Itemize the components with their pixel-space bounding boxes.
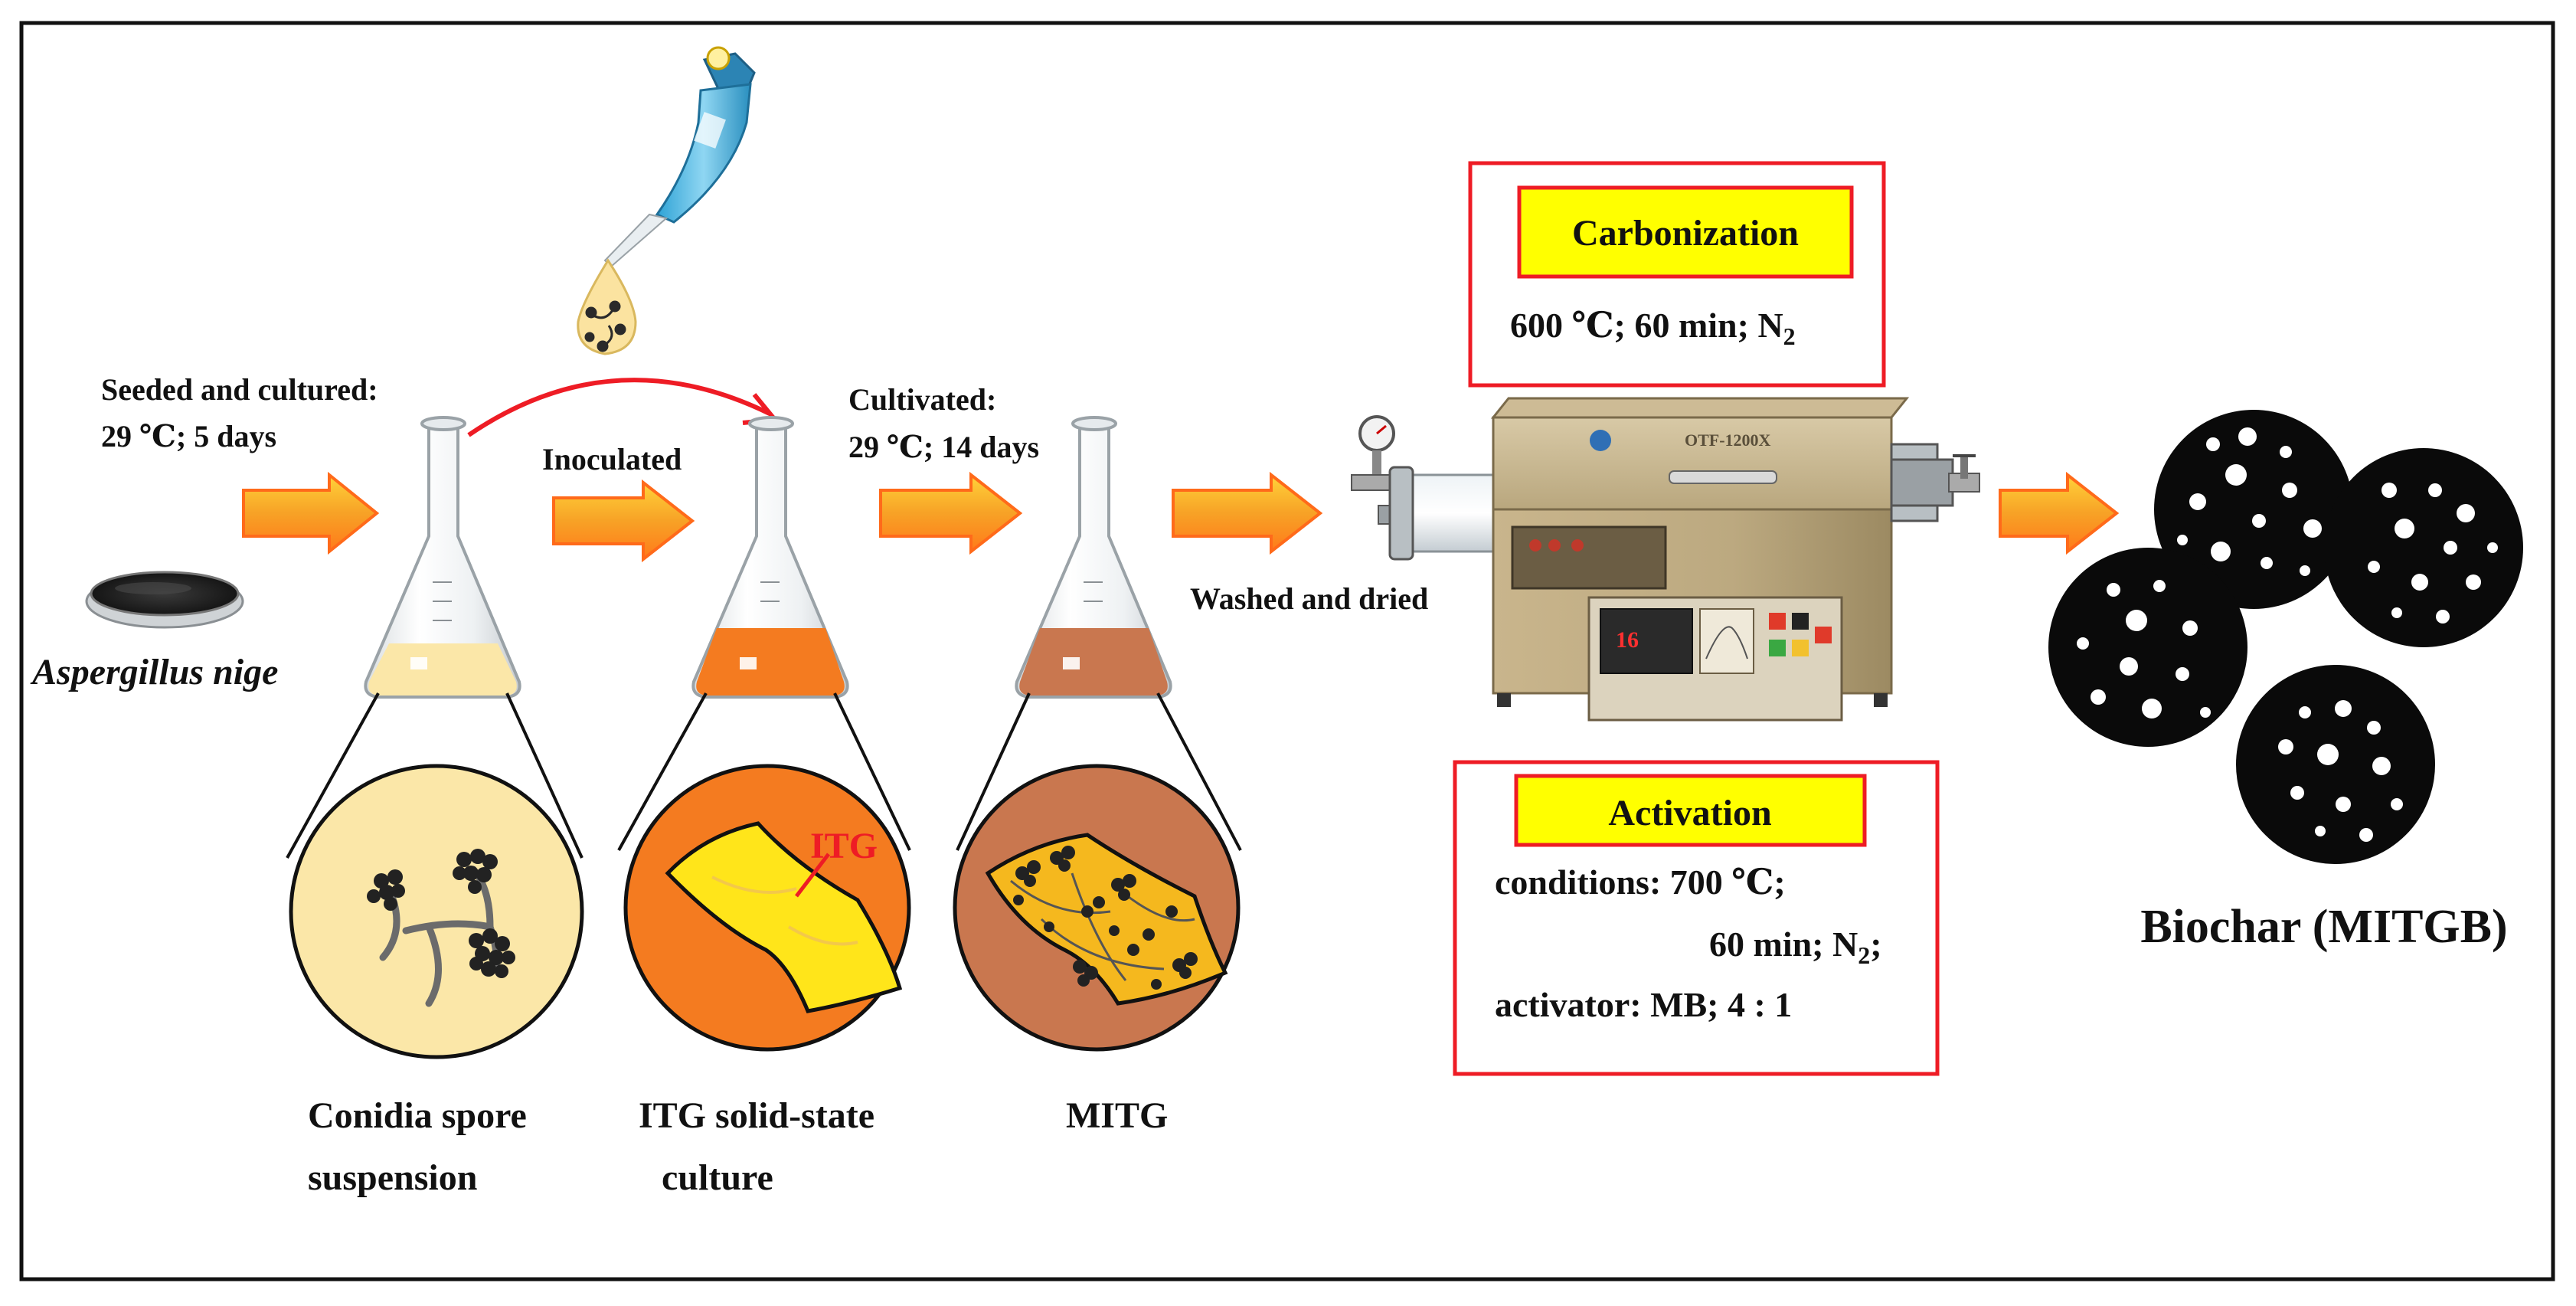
activation-line2: 60 min; N2;: [1709, 925, 1882, 969]
organism-label: Aspergillus nige: [30, 652, 278, 692]
flow-arrow-4: [1172, 471, 1323, 555]
furnace-handle: [1669, 470, 1777, 484]
seeded-label-line1: Seeded and cultured:: [101, 372, 378, 407]
zoom-lines: [286, 692, 1242, 859]
quartz-tube-left: [1400, 473, 1502, 553]
cultivated-label-line2: 29 ℃; 14 days: [848, 430, 1039, 464]
flask-3-icon: [1015, 416, 1172, 699]
circle3-caption: MITG: [1066, 1095, 1168, 1136]
activation-line2-main: 60 min; N: [1709, 925, 1858, 964]
inoculated-label: Inoculated: [542, 442, 682, 476]
furnace-logo-icon: [1590, 430, 1611, 451]
tube-furnace-icon: 16 OTF-1200X: [1351, 397, 1980, 722]
activation-box: [1453, 760, 1940, 1076]
activation-line3: activator: MB; 4 : 1: [1495, 985, 1792, 1024]
itg-culture-circle: [623, 764, 911, 1052]
flask-2-icon: [691, 416, 849, 699]
activation-title-badge: [1514, 774, 1867, 847]
itg-pointer-label: ITG: [810, 826, 878, 866]
seeded-label-line2: 29 ℃; 5 days: [101, 419, 276, 453]
itg-pointer-line: [795, 853, 830, 898]
washed-label: Washed and dried: [1190, 581, 1428, 616]
biochar-particle-right: [2324, 448, 2523, 647]
circle2-caption-line2: culture: [662, 1157, 773, 1198]
furnace-model-label: OTF-1200X: [1685, 430, 1771, 450]
circle1-caption-line1: Conidia spore: [308, 1095, 527, 1136]
biochar-particle-bottom: [2236, 665, 2435, 864]
activation-line1: conditions: 700 ℃;: [1495, 862, 1786, 902]
carbonization-conditions-main: 600 ℃; 60 min; N: [1510, 306, 1783, 345]
flow-arrow-2: [552, 479, 695, 563]
carbonization-title-badge: [1517, 185, 1854, 279]
petri-dish-icon: [85, 571, 244, 629]
mitg-circle: [953, 764, 1241, 1052]
inoculation-arrow: [467, 378, 771, 437]
conidia-spore-circle: [289, 764, 584, 1059]
biochar-particles: [2048, 410, 2523, 864]
carbonization-conditions: 600 ℃; 60 min; N2: [1510, 306, 1796, 350]
circle1-caption-line2: suspension: [308, 1157, 477, 1198]
pipette-icon: [577, 46, 756, 355]
flask-1-icon: [364, 416, 521, 699]
biochar-label: Biochar (MITGB): [2140, 901, 2507, 953]
activation-title: Activation: [1608, 793, 1771, 833]
activation-line2-subscript: 2: [1858, 941, 1870, 969]
circle2-caption-line1: ITG solid-state: [639, 1095, 874, 1136]
activation-line2-tail: ;: [1870, 925, 1881, 964]
carbonization-conditions-subscript: 2: [1783, 322, 1796, 350]
flow-arrow-3: [879, 471, 1023, 555]
flow-arrow-1: [242, 471, 380, 555]
cultivated-label-line1: Cultivated:: [848, 382, 996, 417]
furnace-display-value: 16: [1616, 627, 1639, 653]
flow-arrow-5: [1999, 471, 2120, 555]
carbonization-title: Carbonization: [1572, 213, 1799, 254]
carbonization-box: [1468, 161, 1886, 388]
biochar-particle-left: [2048, 548, 2247, 747]
biochar-particle-top: [2154, 410, 2353, 609]
